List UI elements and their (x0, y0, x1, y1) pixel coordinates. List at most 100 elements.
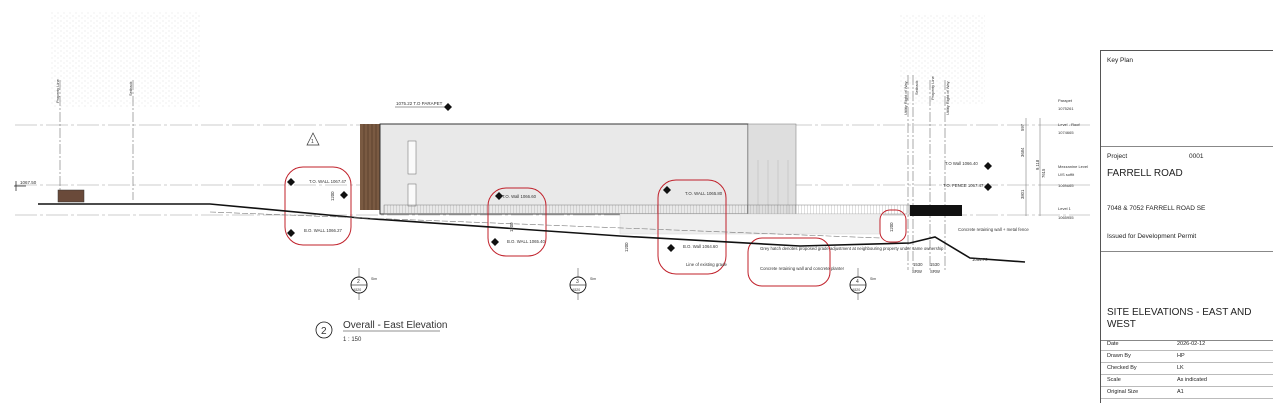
level-1-name: Level 1 (1058, 206, 1072, 211)
srw-label-1: SRW (912, 269, 923, 274)
srw-label-2: SRW (930, 269, 941, 274)
tb-row-original-size: Original Size A1 (1101, 387, 1273, 399)
elevation-drawing: Property Line Setback Utility Right of W… (14, 12, 1090, 343)
level-parapet-value: 1075261 (1058, 106, 1074, 111)
to-wall-2-label: T.O. Wall 1066.60 (502, 194, 537, 199)
sheet-title: SITE ELEVATIONS - EAST AND WEST (1107, 307, 1252, 330)
right-elevation-label: 1064.75 (972, 257, 988, 262)
section-a-sim: Sim (371, 277, 377, 281)
project-number: 0001 (1189, 153, 1204, 160)
tb-row-drawn-by-value: HP (1177, 353, 1185, 359)
bo-wall-2-label: B.O. WALL 1065.40 (507, 239, 546, 244)
tb-row-date: Date 2026-02-12 (1101, 339, 1273, 351)
left-elevation-marker: 1067.50 (14, 180, 37, 191)
section-c-number: 4 (856, 279, 859, 285)
parapet-label: 1075.22 T.O PARAPET (396, 101, 443, 106)
view-title: 2 Overall - East Elevation 1 : 150 (315, 320, 448, 343)
level-roof-value: 1074665 (1058, 130, 1074, 135)
level-mezzanine-name: Mezzanine Level (1058, 164, 1088, 169)
srw-dim-1: 1530 (913, 262, 923, 267)
grid-label-utility-row-right: Utility Right of Way (945, 81, 950, 115)
grid-lines (59, 75, 946, 270)
building-elevation (360, 123, 962, 235)
tb-row-original-size-label: Original Size (1107, 389, 1139, 395)
wall-callouts: T.O. WALL 1067.47 B.O. WALL 1066.27 1200… (287, 161, 1029, 274)
view-scale: 1 : 150 (343, 337, 362, 343)
dim-9118: 9,118 (1035, 159, 1040, 170)
existing-grade-label: Line of existing grade (686, 262, 727, 267)
retaining-fence-label: Concrete retaining wall + metal fence (958, 227, 1029, 232)
grid-label-property-line-right: Property Line (930, 75, 935, 100)
to-wall-1-label: T.O. WALL 1067.47 (309, 179, 347, 184)
retaining-planter-label: Concrete retaining wall and concrete pla… (760, 266, 845, 271)
level-labels: Parapet 1075261 Level - Roof 1074665 Mez… (1058, 98, 1088, 220)
section-a-number: 2 (357, 279, 360, 285)
to-fence-label: T.O. FENCE 1067.47 (943, 183, 984, 188)
tb-row-checked-by-value: LK (1177, 365, 1184, 371)
title-block: Key Plan Project 0001 FARRELL ROAD 7048 … (1100, 50, 1273, 403)
level-parapet-name: Parapet (1058, 98, 1073, 103)
level-mid-value: 1069665 (1058, 183, 1074, 188)
bo-wall-1-label: B.O. WALL 1066.27 (304, 228, 343, 233)
level-roof-name: Level - Roof (1058, 122, 1080, 127)
tb-row-date-value: 2026-02-12 (1177, 341, 1206, 347)
section-b-sheet: A520 (572, 288, 580, 292)
left-elevation-label: 1067.50 (20, 180, 37, 185)
revision-clouds (284, 166, 907, 287)
section-marker-b: 3 A520 Sim (569, 268, 596, 300)
dim-7615: 7615 (1041, 168, 1046, 178)
dim-v1: 1200 (330, 191, 335, 201)
grey-hatch-note: Grey hatch denotes proposed grade adjust… (760, 246, 944, 251)
project-address: 7048 & 7052 FARRELL ROAD SE (1107, 205, 1206, 212)
dim-3684: 3684 (1020, 147, 1025, 157)
dim-v2: 1200 (509, 222, 514, 232)
tb-row-original-size-value: A1 (1177, 389, 1184, 395)
grid-label-setback: Setback (128, 82, 133, 96)
dim-3801: 3801 (1020, 189, 1025, 199)
key-plan-label: Key Plan (1107, 57, 1134, 64)
section-b-number: 3 (576, 279, 579, 285)
tree-hatch-left (50, 12, 200, 107)
tb-row-checked-by-label: Checked By (1107, 365, 1137, 371)
tb-row-drawn-by-label: Drawn By (1107, 353, 1131, 359)
level-mezzanine-value: U/S soffit (1058, 172, 1075, 177)
view-number: 2 (321, 326, 327, 337)
sheet-title-panel: SITE ELEVATIONS - EAST AND WEST (1101, 252, 1273, 341)
bo-wall-3-label: B.O. Wall 1064.60 (683, 244, 718, 249)
tree-hatch-right (900, 15, 985, 105)
tb-row-scale: Scale As indicated (1101, 375, 1273, 387)
dim-v3: 1200 (624, 242, 629, 252)
parapet-tag: 1075.22 T.O PARAPET (395, 101, 452, 111)
view-title-text: Overall - East Elevation (343, 320, 448, 331)
grey-hatch-note-text: Grey hatch denotes proposed grade adjust… (760, 246, 944, 251)
tb-row-scale-label: Scale (1107, 377, 1121, 383)
project-panel: Project 0001 FARRELL ROAD 7048 & 7052 FA… (1101, 147, 1273, 252)
section-b-sim: Sim (590, 277, 596, 281)
project-status: Issued for Development Permit (1107, 233, 1197, 240)
revision-triangle: 1 (306, 132, 320, 146)
project-label: Project (1107, 153, 1128, 160)
tb-row-drawn-by: Drawn By HP (1101, 351, 1273, 363)
dimension-string (1025, 118, 1041, 216)
dim-597: 597 (1020, 123, 1025, 131)
to-wall-4-label: T.O Wall 1066.40 (945, 161, 978, 166)
section-c-sim: Sim (870, 277, 876, 281)
tb-row-date-label: Date (1107, 341, 1119, 347)
to-wall-3-label: T.O. WALL 1065.80 (685, 191, 723, 196)
grid-label-utility-row: Utility Right of Way (903, 81, 908, 115)
section-marker-a: 2 A520 Sim (350, 268, 377, 300)
grid-label-property-line: Property Line (55, 78, 60, 103)
project-name: FARRELL ROAD (1107, 168, 1183, 179)
tb-row-checked-by: Checked By LK (1101, 363, 1273, 375)
section-marker-c: 4 A520 Sim (849, 268, 876, 300)
srw-dim-2: 1530 (930, 262, 940, 267)
grid-label-setback-right: Setback (914, 81, 919, 95)
level-1-value: 1065955 (1058, 215, 1074, 220)
dim-v4: 1200 (889, 222, 894, 232)
section-a-sheet: A520 (353, 288, 361, 292)
existing-shed (57, 189, 85, 203)
section-c-sheet: A520 (852, 288, 860, 292)
existing-grade-line (38, 203, 1026, 263)
tb-row-scale-value: As indicated (1177, 377, 1207, 383)
key-plan-panel: Key Plan (1101, 51, 1273, 147)
